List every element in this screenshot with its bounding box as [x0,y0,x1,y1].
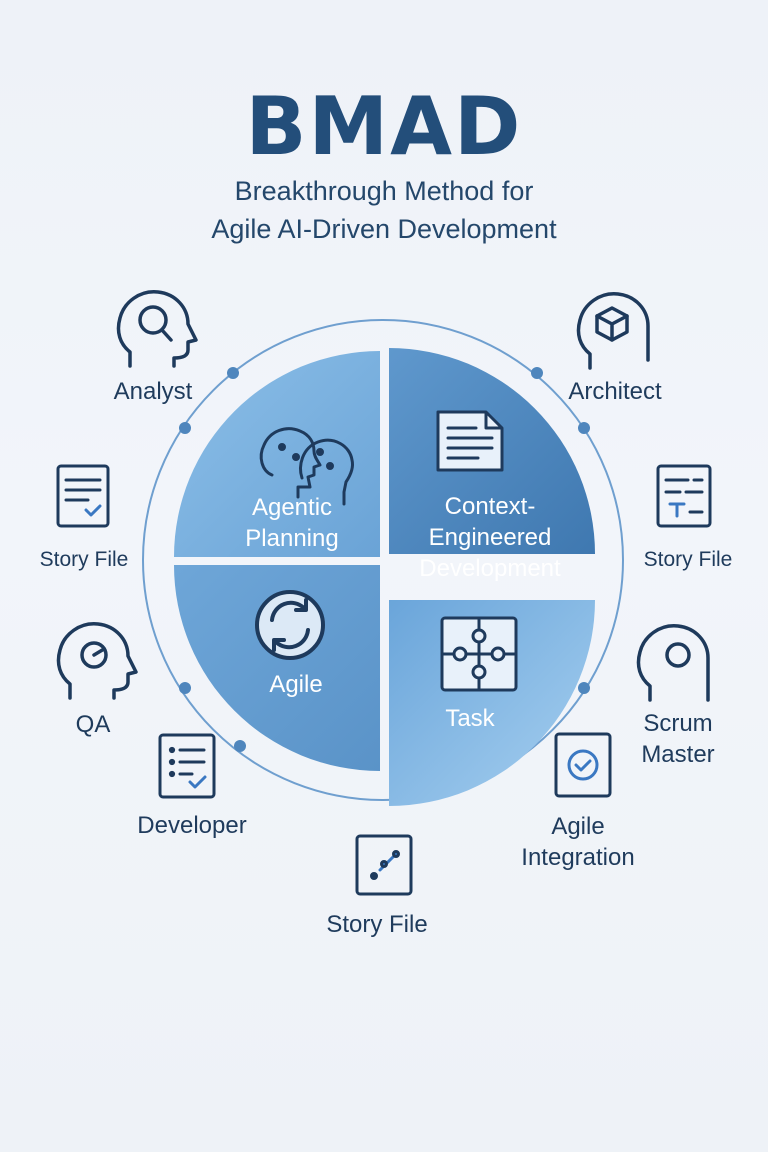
quadrant-agentic-planning [174,351,380,557]
page-title: BMAD [245,80,523,173]
head-question-icon [116,290,198,368]
role-label-agile-integration-line2: Integration [521,844,635,871]
story-dots-icon [355,834,413,896]
quadrant-label-agile: Agile [269,671,323,698]
puzzle-icon [440,616,518,692]
role-label-story-file-right: Story File [643,548,733,571]
subtitle-line-2: Agile AI-Driven Development [211,214,557,244]
role-label-story-file-left: Story File [39,548,129,571]
story-checklist-icon [56,464,110,528]
two-heads-icon [259,427,354,506]
role-label-analyst: Analyst [113,378,193,405]
role-label-architect: Architect [568,378,662,405]
quadrant-label-task: Task [445,705,495,732]
checklist-icon [158,733,216,799]
role-label-scrum-master-line2: Master [641,741,715,768]
subtitle-line-1: Breakthrough Method for [234,176,534,206]
quadrant-label-agentic-line2: Planning [245,525,339,552]
story-text-icon [656,464,712,528]
outer-ring [142,319,624,801]
quadrant-label-context-line1: Context- [444,493,536,520]
role-label-story-file-bottom: Story File [326,911,428,938]
quadrant-label-agentic-line1: Agentic [251,494,333,521]
document-icon [436,410,504,472]
role-label-developer: Developer [137,812,247,839]
head-gauge-icon [56,622,138,700]
clock-check-icon [554,732,612,798]
role-label-scrum-master-line1: Scrum [643,710,713,737]
role-label-qa: QA [75,711,111,738]
role-label-agile-integration-line1: Agile [551,813,605,840]
quadrant-agile [174,565,380,771]
quadrant-label-context-line2: Engineered [428,524,552,551]
head-cube-icon [576,292,650,370]
cycle-arrows-icon [255,590,325,660]
quadrant-label-context-line3: Development [419,555,561,582]
head-circle-icon [636,624,710,702]
